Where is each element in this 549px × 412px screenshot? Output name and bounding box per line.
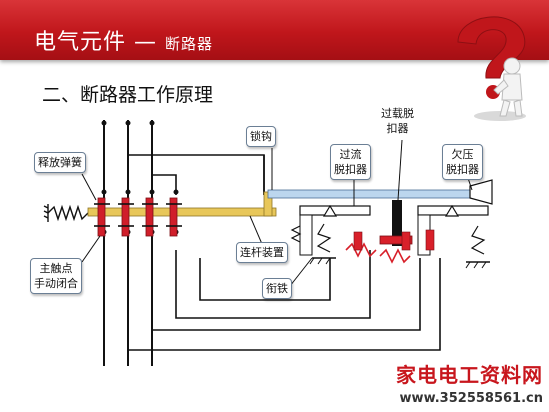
main-contact-label: 主触点 手动闭合	[30, 258, 82, 294]
overcurrent-release	[290, 204, 371, 265]
header-banner: 电气元件 — 断路器	[0, 0, 549, 60]
linkage-label: 连杆装置	[236, 242, 288, 263]
latch-bar	[267, 179, 493, 205]
watermark-url: www.352558561.cn	[399, 391, 543, 406]
terminal-dots	[101, 120, 179, 235]
overload-release	[345, 200, 413, 264]
latch-label: 锁钩	[246, 126, 276, 147]
main-contacts	[97, 197, 178, 237]
question-mark-figure-icon	[457, 16, 526, 121]
contact-1	[97, 197, 106, 237]
control-wiring	[128, 154, 441, 351]
contact-bars	[94, 203, 182, 227]
page-title: 电气元件 — 断路器	[34, 24, 213, 56]
contact-2	[121, 197, 130, 237]
overcurrent-release-label: 过流 脱扣器	[330, 144, 371, 180]
section-title: 二、断路器工作原理	[42, 84, 214, 106]
release-spring	[43, 204, 89, 222]
contact-3	[145, 197, 154, 237]
title-dash: —	[134, 30, 158, 55]
contact-4	[169, 197, 178, 237]
phase-wires	[103, 120, 153, 366]
undervoltage-release	[417, 204, 490, 269]
label-pointers	[81, 139, 473, 287]
armature-label: 衔铁	[262, 278, 292, 299]
overload-release-label: 过载脱 扣器	[381, 107, 414, 135]
undervoltage-release-label: 欠压 脱扣器	[442, 144, 483, 180]
watermark-name: 家电电工资料网	[396, 363, 543, 387]
title-main: 电气元件	[34, 30, 127, 55]
release-spring-label: 释放弹簧	[34, 152, 86, 173]
title-subtitle: 断路器	[165, 35, 214, 53]
